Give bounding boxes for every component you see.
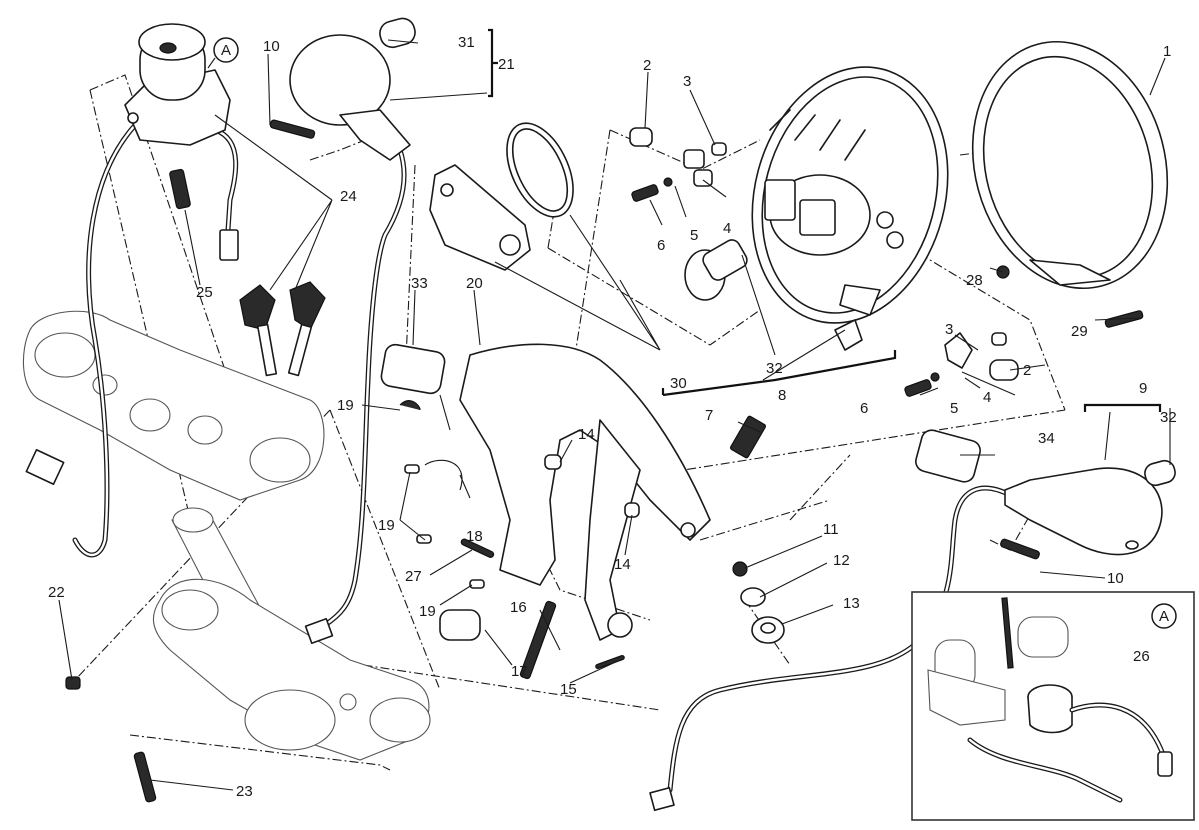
callout-19: 19 <box>378 517 395 534</box>
callout-32: 31 <box>458 34 475 51</box>
callout-33: 32 <box>766 360 783 377</box>
callout-14: 14 <box>614 556 631 573</box>
callout-12: 12 <box>833 552 850 569</box>
headlight-bracket <box>459 343 711 641</box>
callout-6: 6 <box>657 237 665 254</box>
ignition-switch <box>124 23 231 146</box>
callout-7: 7 <box>705 407 713 424</box>
front-turn-indicator <box>269 17 416 161</box>
connectors <box>25 229 675 812</box>
screw-26 <box>169 168 191 210</box>
callout-6: 6 <box>860 400 868 417</box>
upper-triple-clamp <box>22 310 325 501</box>
callout-21: 20 <box>466 275 483 292</box>
cover-plate <box>429 164 531 271</box>
callout-4: 4 <box>983 389 991 406</box>
callout-19: 19 <box>419 603 436 620</box>
callout-27: 26 <box>1133 648 1150 665</box>
lower-triple-clamp <box>152 578 431 761</box>
relay-34 <box>380 343 446 395</box>
callout-34: 33 <box>411 275 428 292</box>
callout-4: 4 <box>723 220 731 237</box>
callout-14: 14 <box>578 426 595 443</box>
group-brackets <box>488 28 1162 412</box>
reference-marker-a: A <box>207 37 239 69</box>
callout-26: 25 <box>196 284 213 301</box>
callout-3: 3 <box>945 321 953 338</box>
grommet-stack <box>732 561 785 644</box>
rubber-pad-14b <box>624 502 640 518</box>
rubber-pad-14a <box>544 454 562 470</box>
gasket-31 <box>506 122 574 218</box>
callout-5: 5 <box>950 400 958 417</box>
callout-18: 18 <box>466 528 483 545</box>
reference-marker-a-inset <box>1151 603 1177 629</box>
headlight-bulb <box>684 239 748 301</box>
callout-9: 9 <box>1139 380 1147 397</box>
callout-32: 32 <box>1160 409 1177 426</box>
callout-28: 27 <box>405 568 422 585</box>
relay-35 <box>915 429 981 483</box>
lower-hardware <box>65 676 157 803</box>
callout-3: 3 <box>683 73 691 90</box>
callout-24: 23 <box>236 783 253 800</box>
callout-25: 24 <box>340 188 357 205</box>
callout-10: 10 <box>263 38 280 55</box>
callout-11: 11 <box>823 521 839 538</box>
reference-marker-label: A <box>221 42 231 59</box>
wiring-harnesses <box>72 117 1013 793</box>
connector-left <box>25 448 65 486</box>
callout-17: 17 <box>511 663 528 680</box>
callout-8: 8 <box>778 387 786 404</box>
headlight-rim <box>971 40 1169 290</box>
callout-16: 16 <box>510 599 527 616</box>
callout-2: 2 <box>1023 362 1031 379</box>
connector-rear-indicator <box>649 786 675 812</box>
callout-23: 22 <box>48 584 65 601</box>
small-hardware-top <box>629 127 1144 459</box>
rear-turn-indicator <box>1000 459 1176 560</box>
callout-5: 5 <box>690 227 698 244</box>
callout-10: 10 <box>1107 570 1124 587</box>
callout-1: 1 <box>1163 43 1171 60</box>
headlight-body <box>751 66 949 324</box>
callout-2: 2 <box>643 57 651 74</box>
detail-inset-a: A <box>911 591 1195 821</box>
callout-29: 28 <box>966 272 983 289</box>
callout-labels: 1 2 2 3 3 4 4 5 5 6 6 7 8 9 10 10 11 12 … <box>48 34 1177 800</box>
ignition-keys <box>239 281 326 377</box>
callout-30: 29 <box>1071 323 1088 340</box>
callout-20: 19 <box>337 397 354 414</box>
callout-13: 13 <box>843 595 860 612</box>
callout-15: 15 <box>560 681 577 698</box>
small-hardware-bracket <box>399 394 625 680</box>
connector-front-indicator <box>304 617 334 645</box>
callout-31: 30 <box>670 375 687 392</box>
reference-marker-label: A <box>1159 608 1169 625</box>
connector-ignition <box>219 229 239 261</box>
callout-22: 21 <box>498 56 515 73</box>
callout-35: 34 <box>1038 430 1055 447</box>
